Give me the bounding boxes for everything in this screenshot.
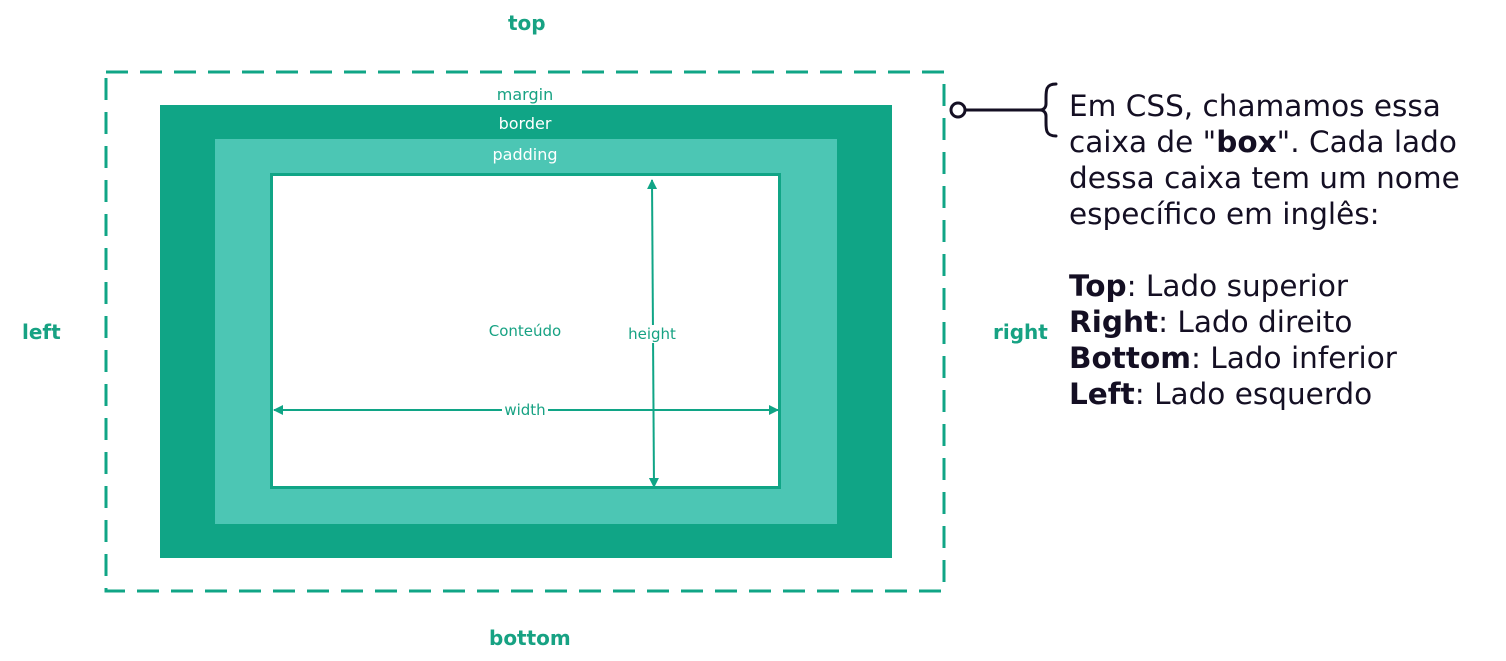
width-label-text: width xyxy=(502,401,548,419)
list-item-term: Top xyxy=(1069,269,1127,303)
list-item: Bottom: Lado inferior xyxy=(1069,340,1499,376)
list-item-desc: : Lado direito xyxy=(1158,305,1353,339)
list-item: Right: Lado direito xyxy=(1069,304,1499,340)
list-item-desc: : Lado superior xyxy=(1126,269,1349,303)
list-item: Top: Lado superior xyxy=(1069,268,1499,304)
side-label-bottom: bottom xyxy=(489,626,571,650)
list-item-desc: : Lado inferior xyxy=(1190,341,1397,375)
padding-label: padding xyxy=(492,145,558,164)
content-area xyxy=(270,173,781,489)
side-names-list: Top: Lado superior Right: Lado direito B… xyxy=(1069,268,1499,412)
list-item-term: Left xyxy=(1069,377,1135,411)
connector-dot-icon xyxy=(949,101,967,119)
height-label: height xyxy=(552,325,752,343)
border-label: border xyxy=(498,114,552,133)
side-label-right: right xyxy=(993,320,1048,344)
curly-brace-icon xyxy=(1039,82,1058,138)
list-item-term: Bottom xyxy=(1069,341,1191,375)
content-label: Conteúdo xyxy=(488,322,562,340)
margin-dashed-outline xyxy=(104,70,946,593)
intro-part-1: Em CSS, chamamos essa caixa de " xyxy=(1069,89,1441,159)
intro-part-2: ". Cada lado dessa caixa tem um nome esp… xyxy=(1069,125,1460,231)
width-label: width xyxy=(425,401,625,419)
list-item-term: Right xyxy=(1069,305,1159,339)
explanation-intro: Em CSS, chamamos essa caixa de "box". Ca… xyxy=(1069,88,1499,232)
side-label-top: top xyxy=(508,11,546,35)
height-label-text: height xyxy=(627,325,677,343)
list-item-desc: : Lado esquerdo xyxy=(1134,377,1373,411)
margin-label: margin xyxy=(496,85,554,104)
side-label-left: left xyxy=(22,320,61,344)
explanation-text: Em CSS, chamamos essa caixa de "box". Ca… xyxy=(1069,88,1499,412)
intro-bold-term: box xyxy=(1216,125,1277,159)
list-item: Left: Lado esquerdo xyxy=(1069,376,1499,412)
